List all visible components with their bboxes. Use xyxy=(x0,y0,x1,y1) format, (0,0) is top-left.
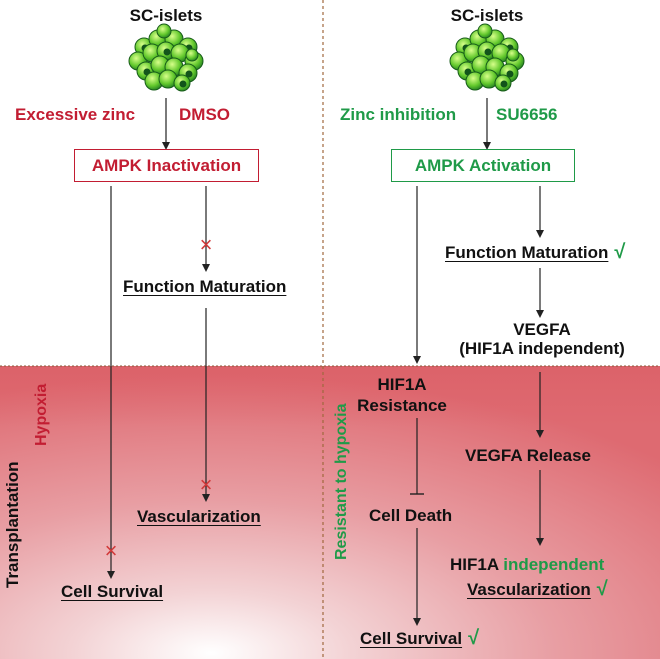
hypoxia-label: Hypoxia xyxy=(33,383,50,446)
islet-cell-nucleus xyxy=(185,70,193,78)
vegfa-label: VEGFA (HIF1A independent) xyxy=(459,320,625,358)
check-function-maturation: √ xyxy=(614,241,626,263)
right-cell-survival-row: Cell Survival √ xyxy=(360,627,479,650)
hif1a-line1: HIF1A xyxy=(377,375,427,394)
vegfa-line1: VEGFA xyxy=(513,320,571,339)
islet-cell xyxy=(156,23,172,39)
ampk-activation-box: AMPK Activation xyxy=(391,149,575,182)
right-treatment-zinc-inhibition: Zinc inhibition xyxy=(340,105,457,124)
independent-word: independent xyxy=(503,555,605,574)
vegfa-line2: (HIF1A independent) xyxy=(459,339,625,358)
hif1a-line2: Resistance xyxy=(357,396,447,415)
cross-cell-survival: × xyxy=(104,538,118,563)
transplantation-label: Transplantation xyxy=(3,461,22,588)
right-vascularization: Vascularization xyxy=(467,580,591,599)
left-cell-survival: Cell Survival xyxy=(61,582,164,601)
right-title: SC-islets xyxy=(450,6,524,25)
islet-cell-nucleus xyxy=(506,70,514,78)
check-cell-survival: √ xyxy=(468,627,480,649)
hypoxia-region-top-shade xyxy=(0,366,660,426)
resistant-to-hypoxia-label: Resistant to hypoxia xyxy=(333,403,350,560)
ampk-inactivation-box: AMPK Inactivation xyxy=(74,149,259,182)
islet-cell-nucleus xyxy=(163,48,171,56)
islet-cell xyxy=(185,48,199,62)
islet-cluster-icon-right xyxy=(449,23,525,92)
hif1a-resistance-label: HIF1A Resistance xyxy=(357,374,447,416)
right-cell-survival: Cell Survival xyxy=(360,629,463,648)
islet-cell-nucleus xyxy=(500,80,508,88)
islet-cluster-icon-left xyxy=(128,23,204,92)
left-treatment-zinc: Excessive zinc xyxy=(15,105,136,124)
islet-cell-nucleus xyxy=(179,80,187,88)
left-treatment-dmso: DMSO xyxy=(179,105,230,124)
cell-death: Cell Death xyxy=(369,506,453,525)
islet-cell-nucleus xyxy=(484,48,492,56)
left-function-maturation: Function Maturation xyxy=(123,277,287,296)
vegfa-release: VEGFA Release xyxy=(465,446,591,465)
cross-function-maturation: × xyxy=(199,232,213,257)
right-vascularization-row: Vascularization √ xyxy=(467,578,608,601)
left-title: SC-islets xyxy=(129,6,203,25)
hif1a-prefix: HIF1A xyxy=(450,555,499,574)
right-function-maturation-row: Function Maturation √ xyxy=(445,241,625,264)
cross-vascularization: × xyxy=(199,472,213,497)
right-function-maturation: Function Maturation xyxy=(445,243,609,262)
hif1a-independent-label: HIF1A independent xyxy=(450,555,604,575)
right-treatment-su6656: SU6656 xyxy=(496,105,558,124)
left-vascularization: Vascularization xyxy=(137,507,261,526)
check-vascularization: √ xyxy=(596,578,608,600)
islet-cell xyxy=(506,48,520,62)
islet-cell xyxy=(477,23,493,39)
